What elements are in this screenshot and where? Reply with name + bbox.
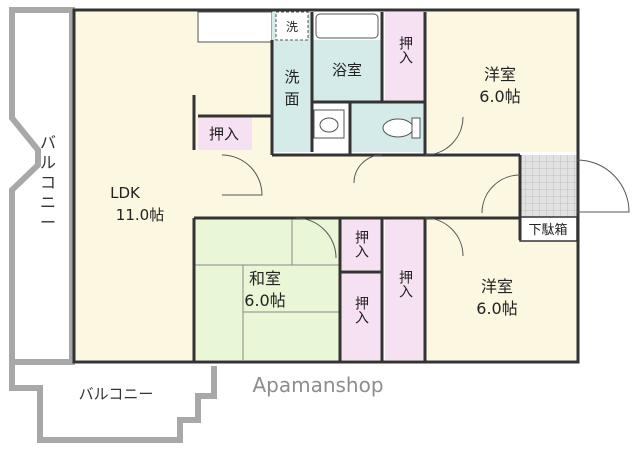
balcony-bottom-outline: [9, 362, 217, 443]
closet-ldk-label: 押入: [209, 125, 239, 143]
entrance-tile: [520, 155, 577, 217]
washbasin-bowl: [319, 117, 339, 133]
closet-western1-label-1: 押入: [397, 36, 413, 64]
kitchen-counter: [197, 11, 273, 43]
balcony-bottom-label: バルコニー: [79, 385, 154, 403]
washbasin: [313, 109, 345, 139]
ldk-name: LDK: [110, 184, 141, 202]
balcony-left-char-2: ル: [40, 153, 56, 172]
closet-western1-floor: [385, 12, 425, 100]
closet-japanese-bottom-floor: [340, 272, 382, 360]
closet-japanese-top-label: 押入: [353, 230, 369, 258]
laundry-space: [275, 11, 309, 41]
western-room-2-name: 洋室: [481, 277, 513, 296]
balcony-left-char-3: コ: [40, 173, 56, 192]
shoe-box-cabinet: [519, 216, 578, 242]
western-room-2-size: 6.0帖: [476, 299, 517, 318]
washroom-name-top: 洗: [284, 68, 299, 86]
western-room-1-name: 洋室: [484, 65, 516, 84]
toilet-tank: [411, 117, 421, 139]
shoe-box-label: 下駄箱: [528, 222, 567, 238]
laundry-label: 洗: [286, 20, 298, 34]
walls: [72, 8, 580, 364]
balcony-left-char-1: バ: [40, 133, 56, 152]
apamanshop-watermark: Apamanshop: [252, 373, 383, 397]
closet-hall-floor: [385, 218, 425, 360]
door-swings: [221, 116, 630, 259]
japanese-room-size: 6.0帖: [244, 291, 285, 310]
bathtub: [315, 13, 379, 39]
western-room-1-floor: [425, 12, 577, 152]
bath-floor: [312, 40, 382, 102]
balcony-left-outline: [9, 7, 75, 365]
washroom-name-bottom: 面: [284, 90, 299, 108]
japanese-room-name: 和室: [249, 269, 281, 288]
japanese-room-floor: [195, 218, 340, 360]
balcony-left-char-5: ー: [40, 213, 56, 232]
ldk-size: 11.0帖: [116, 206, 164, 224]
closet-japanese-bottom-label: 押入: [353, 296, 369, 324]
hall-floor: [272, 155, 520, 217]
balcony-left-char-4: ニ: [40, 193, 56, 212]
balcony-left-label: バ ル コ ニ ー: [40, 133, 56, 232]
closet-hall-label: 押入: [397, 270, 413, 298]
western-room-1-size: 6.0帖: [479, 87, 520, 106]
closet-ldk-floor: [198, 116, 252, 150]
tatami-lines: [195, 218, 340, 360]
bath-name: 浴室: [332, 61, 362, 79]
closet-japanese-top-floor: [340, 218, 382, 270]
toilet-bowl: [382, 118, 414, 138]
